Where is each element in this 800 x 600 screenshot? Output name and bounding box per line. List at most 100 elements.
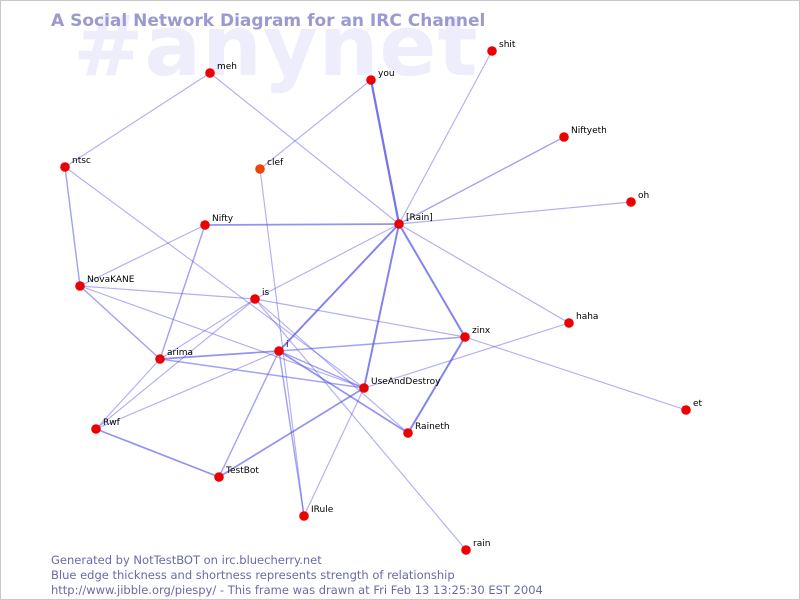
edge-is-zinx	[254, 298, 466, 338]
edge-you-clef	[259, 79, 372, 170]
edge-UseAndDestroy-IRule	[303, 387, 365, 517]
node-Rwf[interactable]: Rwf	[91, 418, 121, 434]
edge-i-IRule	[278, 350, 305, 517]
node-dot[interactable]	[299, 511, 309, 521]
edge-shit-Rainj	[398, 50, 493, 225]
edge-i-UseAndDestroy	[278, 350, 365, 389]
node-label: i	[286, 340, 289, 350]
node-meh[interactable]: meh	[205, 62, 237, 78]
edge-i-Raineth	[278, 350, 409, 434]
node-label: IRule	[311, 505, 334, 515]
node-dot[interactable]	[681, 405, 691, 415]
edge-zinx-Raineth	[407, 336, 466, 434]
edge-Rwf-TestBot	[95, 428, 220, 478]
edge-i-arima	[159, 350, 280, 360]
node-dot[interactable]	[75, 281, 85, 291]
edge-clef-IRule	[259, 168, 305, 517]
node-dot[interactable]	[250, 294, 260, 304]
node-dot[interactable]	[91, 424, 101, 434]
edge-NovaKANE-is	[79, 285, 256, 300]
node-label: NovaKANE	[87, 275, 135, 285]
node-label: et	[693, 399, 703, 409]
node-ntsc[interactable]: ntsc	[60, 156, 91, 172]
node-label: meh	[217, 62, 237, 72]
edge-arima-UseAndDestroy	[159, 358, 365, 389]
node-label: arima	[167, 348, 193, 358]
edge-oh-Rainj	[398, 201, 632, 225]
node-label: ntsc	[72, 156, 91, 166]
node-zinx[interactable]: zinx	[460, 326, 491, 342]
channel-watermark: #anynet	[73, 0, 479, 95]
edge-UseAndDestroy-haha	[363, 322, 570, 389]
node-Rainj[interactable]: [Rain]	[394, 213, 433, 229]
node-arima[interactable]: arima	[155, 348, 193, 364]
node-dot[interactable]	[60, 162, 70, 172]
node-haha[interactable]: haha	[564, 312, 598, 328]
node-dot[interactable]	[487, 46, 497, 56]
node-label: Nifty	[212, 214, 234, 224]
edge-is-rain	[254, 298, 467, 551]
node-UseAndDestroy[interactable]: UseAndDestroy	[359, 377, 441, 393]
node-is[interactable]: is	[250, 288, 270, 304]
node-dot[interactable]	[274, 346, 284, 356]
edge-meh-ntsc	[64, 72, 211, 168]
edge-i-Rwf	[95, 350, 280, 430]
node-label: [Rain]	[406, 213, 433, 223]
node-dot[interactable]	[255, 164, 265, 174]
edge-is-Raineth	[254, 298, 409, 434]
edge-Rainj-UseAndDestroy	[363, 223, 400, 389]
edge-NovaKANE-UseAndDestroy	[79, 285, 365, 389]
node-shit[interactable]: shit	[487, 40, 516, 56]
node-label: zinx	[472, 326, 491, 336]
node-label: Raineth	[415, 422, 450, 432]
node-TestBot[interactable]: TestBot	[214, 466, 259, 482]
node-label: is	[262, 288, 270, 298]
node-label: you	[378, 69, 395, 79]
node-dot[interactable]	[214, 472, 224, 482]
node-label: Niftyeth	[571, 126, 607, 136]
node-dot[interactable]	[205, 68, 215, 78]
node-label: haha	[576, 312, 598, 322]
edge-zinx-et	[464, 336, 687, 411]
node-dot[interactable]	[461, 545, 471, 555]
node-dot[interactable]	[155, 354, 165, 364]
node-label: clef	[267, 158, 284, 168]
edge-Rainj-is	[254, 223, 400, 300]
edge-meh-Rainj	[209, 72, 400, 225]
edge-Nifty-Rainj	[204, 223, 400, 226]
node-clef[interactable]: clef	[255, 158, 284, 174]
node-dot[interactable]	[403, 428, 413, 438]
footer-frame-info: http://www.jibble.org/piespy/ - This fra…	[51, 583, 543, 597]
node-dot[interactable]	[366, 75, 376, 85]
diagram-title: A Social Network Diagram for an IRC Chan…	[51, 11, 486, 31]
node-label: TestBot	[225, 466, 259, 476]
edge-i-TestBot	[218, 350, 280, 478]
edge-ntsc-UseAndDestroy	[64, 166, 365, 389]
node-dot[interactable]	[626, 197, 636, 207]
node-Niftyeth[interactable]: Niftyeth	[559, 126, 607, 142]
edge-Rainj-i	[278, 223, 400, 352]
node-label: oh	[638, 191, 649, 201]
node-oh[interactable]: oh	[626, 191, 649, 207]
node-et[interactable]: et	[681, 399, 703, 415]
node-dot[interactable]	[564, 318, 574, 328]
node-rain[interactable]: rain	[461, 539, 490, 555]
node-IRule[interactable]: IRule	[299, 505, 334, 521]
edge-UseAndDestroy-TestBot	[218, 387, 365, 478]
node-i[interactable]: i	[274, 340, 289, 356]
node-NovaKANE[interactable]: NovaKANE	[75, 275, 135, 291]
node-dot[interactable]	[359, 383, 369, 393]
node-dot[interactable]	[460, 332, 470, 342]
edge-Rainj-haha	[398, 223, 570, 324]
edge-layer	[64, 50, 687, 551]
node-dot[interactable]	[394, 219, 404, 229]
node-you[interactable]: you	[366, 69, 395, 85]
node-Nifty[interactable]: Nifty	[200, 214, 234, 230]
node-Raineth[interactable]: Raineth	[403, 422, 450, 438]
node-label: shit	[499, 40, 516, 50]
node-dot[interactable]	[200, 220, 210, 230]
node-dot[interactable]	[559, 132, 569, 142]
edge-is-arima	[159, 298, 256, 360]
